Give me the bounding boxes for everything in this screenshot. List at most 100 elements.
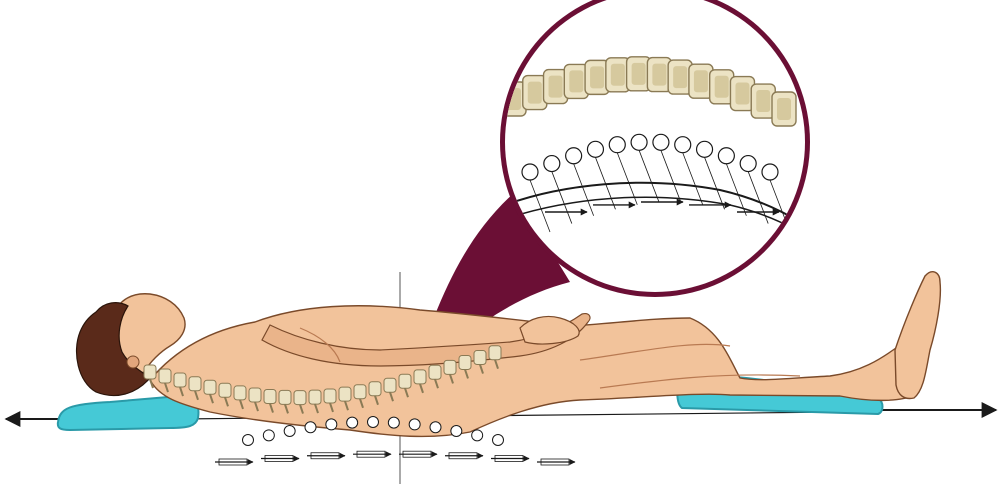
vertebra [488, 345, 502, 361]
vertebra [143, 364, 157, 380]
vertebra-body [610, 63, 625, 86]
vertebra-process [224, 396, 229, 407]
vertebra-process [479, 364, 484, 374]
vertebra [413, 369, 427, 385]
direction-arrow-shaft [402, 450, 432, 458]
vertebra-process [269, 403, 274, 413]
pressure-circle-icon [674, 136, 692, 154]
vertebra-process [314, 403, 319, 414]
force-line [595, 157, 616, 210]
pressure-circle-icon [283, 425, 296, 437]
force-line [682, 152, 704, 205]
vertebra-body [735, 82, 750, 105]
pressure-circle-icon [695, 140, 714, 158]
vertebra-process [254, 401, 259, 412]
vertebra [398, 373, 412, 389]
vertebra-process [209, 393, 214, 404]
vertebra-process [359, 398, 364, 409]
pressure-circle-icon [346, 416, 359, 429]
vertebra-process [149, 378, 154, 389]
pressure-circle-icon [761, 163, 779, 181]
vertebra-body [693, 70, 708, 93]
vertebra-body [548, 75, 563, 98]
pressure-circle-icon [492, 434, 504, 446]
vertebra [278, 389, 292, 405]
direction-arrow-shaft [448, 452, 478, 460]
vertebra [473, 350, 487, 366]
force-line [551, 171, 573, 224]
vertebra-process [194, 390, 199, 401]
direction-arrow-shaft [218, 458, 248, 466]
vertebra-body [527, 81, 542, 104]
vertebra [353, 384, 367, 400]
force-line [660, 150, 682, 203]
vertebra [248, 387, 262, 403]
direction-arrow-shaft [264, 455, 294, 462]
pressure-circle-icon [608, 136, 626, 154]
direction-arrows [215, 450, 576, 466]
vertebra-body [714, 75, 729, 98]
direction-arrow-shaft [494, 455, 524, 462]
body-hand [519, 315, 580, 345]
vertebra-body [652, 63, 667, 86]
vertebra-process [299, 404, 304, 414]
vertebra [203, 379, 217, 395]
vertebra-process [404, 387, 409, 398]
vertebra [338, 386, 352, 402]
vertebra [323, 388, 337, 404]
body-ear [126, 355, 140, 369]
vertebra [158, 368, 172, 384]
chest-contour [299, 327, 341, 363]
pressure-circle-icon [242, 434, 254, 446]
vertebra-process [284, 404, 289, 414]
vertebra-process [344, 400, 349, 411]
pressure-circle-icon [630, 133, 648, 151]
force-line [725, 163, 747, 216]
vertebra-process [239, 399, 244, 410]
body-arm [261, 313, 591, 367]
vertebra [233, 385, 247, 401]
pressure-circle-icon [429, 421, 442, 434]
vertebra-process [434, 378, 439, 389]
vertebra [218, 382, 232, 398]
force-line [573, 163, 595, 216]
pressure-circle-icon [471, 429, 484, 442]
force-line [616, 152, 638, 205]
pressure-circle-icon [262, 429, 275, 442]
vertebra-process [374, 395, 379, 406]
vertebra [293, 390, 307, 406]
lens-back-contour [507, 196, 801, 233]
vertebra-process [494, 359, 499, 370]
vertebra-body [631, 62, 646, 85]
direction-arrow-shaft [310, 452, 340, 460]
pressure-circle-icon [450, 425, 463, 437]
pressure-circle-icon [387, 416, 400, 429]
spine-icon [143, 345, 502, 414]
vertebra-process [179, 386, 184, 397]
vertebra [173, 372, 187, 388]
body-foot [894, 271, 942, 400]
force-line [704, 157, 725, 210]
vertebra [308, 389, 322, 405]
vertebra-process [449, 374, 454, 384]
vertebra [443, 359, 457, 375]
vertebra-body [590, 66, 605, 89]
vertebra-process [389, 391, 394, 402]
pressure-circle-icon [717, 147, 735, 165]
pressure-circle-icon [304, 421, 317, 434]
direction-arrow-shaft [356, 450, 386, 458]
leg-contour [579, 343, 731, 361]
pressure-circles [521, 133, 791, 233]
pressure-circle-icon [739, 154, 757, 173]
pressure-circle-icon [586, 140, 605, 158]
head-cushion [56, 394, 200, 432]
direction-arrow-shaft [540, 458, 570, 466]
vertebra [458, 354, 472, 370]
vertebra-process [329, 402, 334, 413]
force-line [529, 179, 551, 233]
vertebra-process [164, 382, 169, 393]
pressure-circle-icon [565, 147, 583, 165]
pressure-circle-icon [367, 416, 379, 428]
vertebra-process [464, 369, 469, 379]
